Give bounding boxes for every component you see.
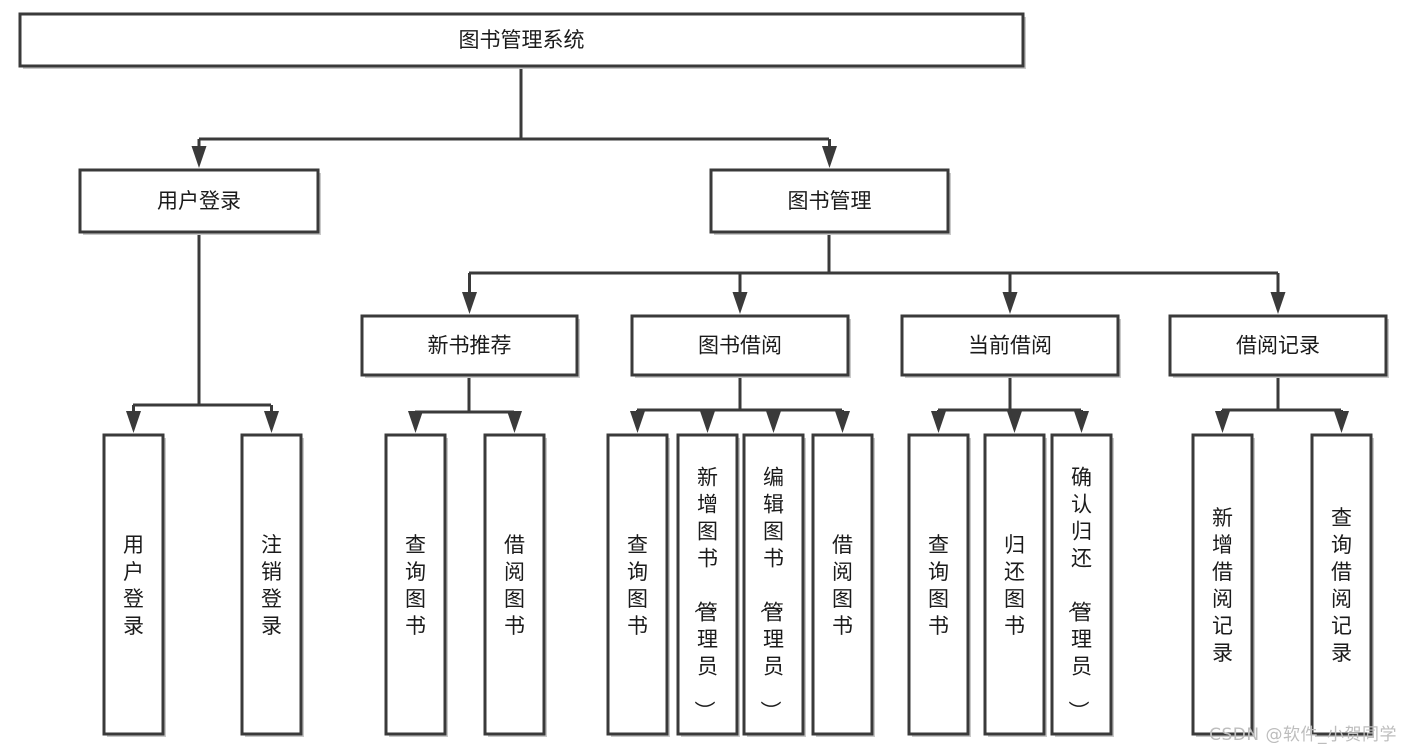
node-leaf-leaf-user-logout[interactable]: 注销登录	[240, 433, 304, 737]
node-label: 新增借阅记录	[1212, 506, 1233, 665]
connector-bus	[415, 375, 514, 414]
node-level3-book-borrow[interactable]: 图书借阅	[630, 314, 851, 378]
connector-arrow	[835, 410, 850, 433]
node-leaf-leaf-query-record[interactable]: 查询借阅记录	[1310, 433, 1374, 737]
connector-bus	[637, 375, 842, 412]
node-leaf-leaf-query-book-rec[interactable]: 查询图书	[384, 433, 448, 737]
node-root-root[interactable]: 图书管理系统	[18, 12, 1026, 69]
node-label: 归还图书	[1004, 533, 1025, 638]
node-leaf-leaf-return-book[interactable]: 归还图书	[983, 433, 1047, 737]
node-level2-book-manage[interactable]: 图书管理	[709, 168, 951, 235]
connector-arrow	[126, 405, 141, 433]
node-leaf-leaf-add-book[interactable]: 新增图书（管理员）	[676, 433, 740, 737]
node-leaf-leaf-add-record[interactable]: 新增借阅记录	[1191, 433, 1255, 737]
connector-arrow	[462, 273, 477, 314]
connector-arrow	[732, 273, 748, 314]
node-label: 查询图书	[405, 533, 426, 638]
node-label: 编辑图书（管理员）	[758, 466, 784, 722]
node-label: 图书管理系统	[459, 28, 585, 52]
connector-arrow	[264, 405, 279, 433]
node-label: 确认归还（管理员）	[1066, 466, 1092, 722]
node-level3-new-book-recommend[interactable]: 新书推荐	[360, 314, 580, 378]
node-label: 新书推荐	[428, 334, 512, 358]
node-level3-current-borrow[interactable]: 当前借阅	[900, 314, 1121, 378]
node-leaf-leaf-borrow-book[interactable]: 借阅图书	[811, 433, 875, 737]
node-leaf-leaf-confirm-return[interactable]: 确认归还（管理员）	[1050, 433, 1114, 737]
node-label: 借阅图书	[832, 533, 853, 638]
connector-arrow	[931, 410, 946, 433]
node-label: 查询图书	[627, 533, 648, 638]
connector-arrow	[1215, 410, 1230, 433]
connector-arrow	[408, 411, 423, 433]
node-label: 图书管理	[788, 189, 872, 213]
connector-arrow	[1074, 410, 1089, 433]
node-level2-user-login[interactable]: 用户登录	[78, 168, 321, 235]
node-label: 图书借阅	[698, 334, 782, 358]
node-label: 用户登录	[157, 189, 241, 213]
connector-arrow	[1334, 410, 1349, 433]
connector-arrow	[507, 411, 522, 433]
node-label: 查询图书	[928, 533, 949, 638]
node-label: 用户登录	[123, 533, 144, 638]
node-leaf-leaf-borrow-book-rec[interactable]: 借阅图书	[483, 433, 547, 737]
connector-arrow	[700, 410, 715, 433]
node-leaf-leaf-user-login[interactable]: 用户登录	[102, 433, 166, 737]
connector-bus	[199, 66, 829, 141]
node-leaf-leaf-query-book-cur[interactable]: 查询图书	[907, 433, 971, 737]
connector-arrow	[1007, 410, 1022, 433]
node-layer: 图书管理系统用户登录图书管理新书推荐图书借阅当前借阅借阅记录用户登录注销登录查询…	[18, 12, 1389, 737]
connector-arrow	[191, 139, 207, 168]
connector-arrow	[1270, 273, 1286, 314]
connector-arrow	[766, 410, 781, 433]
connector-bus	[938, 375, 1081, 412]
node-label: 注销登录	[261, 533, 282, 638]
connector-bus	[133, 232, 271, 407]
node-leaf-leaf-query-book-borrow[interactable]: 查询图书	[606, 433, 670, 737]
node-label: 当前借阅	[968, 334, 1052, 358]
connector-arrow	[1002, 273, 1018, 314]
node-label: 借阅记录	[1236, 334, 1320, 358]
connector-bus	[469, 232, 1278, 275]
connector-arrow	[822, 139, 837, 168]
node-level3-borrow-record[interactable]: 借阅记录	[1168, 314, 1389, 378]
node-label: 查询借阅记录	[1331, 506, 1352, 665]
node-label: 新增图书（管理员）	[692, 466, 718, 722]
node-label: 借阅图书	[504, 533, 525, 638]
connector-layer	[126, 66, 1349, 433]
node-leaf-leaf-edit-book[interactable]: 编辑图书（管理员）	[742, 433, 806, 737]
connector-arrow	[630, 410, 645, 433]
connector-bus	[1222, 375, 1341, 412]
